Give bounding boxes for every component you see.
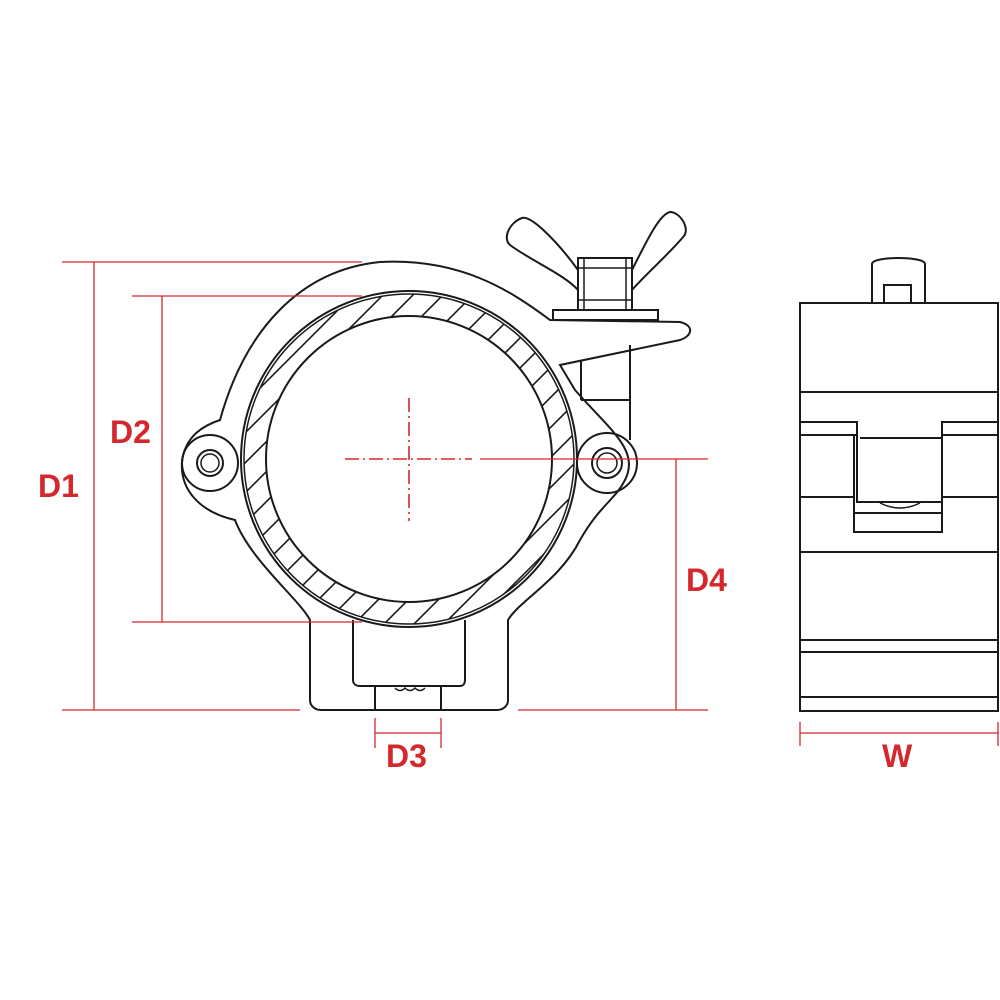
- right-hinge-pin: [591, 447, 623, 479]
- d4-label: D4: [686, 562, 727, 598]
- left-hinge: [181, 434, 239, 492]
- side-bolt-head: [871, 257, 926, 303]
- d2-dimension: [132, 295, 362, 623]
- hatch-line: [243, 293, 460, 625]
- nut: [577, 257, 633, 311]
- hatch-line: [243, 293, 370, 625]
- d4-dimension: [480, 458, 708, 711]
- side-body: [799, 302, 999, 712]
- hatch-line: [243, 293, 400, 625]
- centerline: [345, 398, 472, 521]
- wing-nut: [505, 210, 687, 291]
- clamp-body-outline: [180, 260, 692, 711]
- washer: [552, 309, 659, 321]
- dimension-lines: [62, 261, 999, 748]
- d1-dimension: [62, 261, 362, 711]
- d2-label: D2: [110, 414, 151, 450]
- hatch-line: [243, 293, 310, 625]
- hatch-line: [243, 293, 550, 625]
- side-view: [799, 257, 999, 712]
- d1-label: D1: [38, 468, 79, 504]
- d3-dimension: [374, 718, 442, 748]
- d3-label: D3: [386, 738, 427, 774]
- w-dimension: [799, 722, 999, 746]
- left-hinge-pin: [196, 449, 224, 477]
- side-notch: [853, 422, 943, 533]
- right-hinge: [576, 432, 638, 494]
- bottom-bolt: [374, 686, 442, 710]
- bottom-slot: [352, 620, 466, 687]
- w-label: W: [882, 738, 913, 774]
- bolt-shaft: [580, 345, 631, 440]
- hatch-line: [243, 293, 340, 625]
